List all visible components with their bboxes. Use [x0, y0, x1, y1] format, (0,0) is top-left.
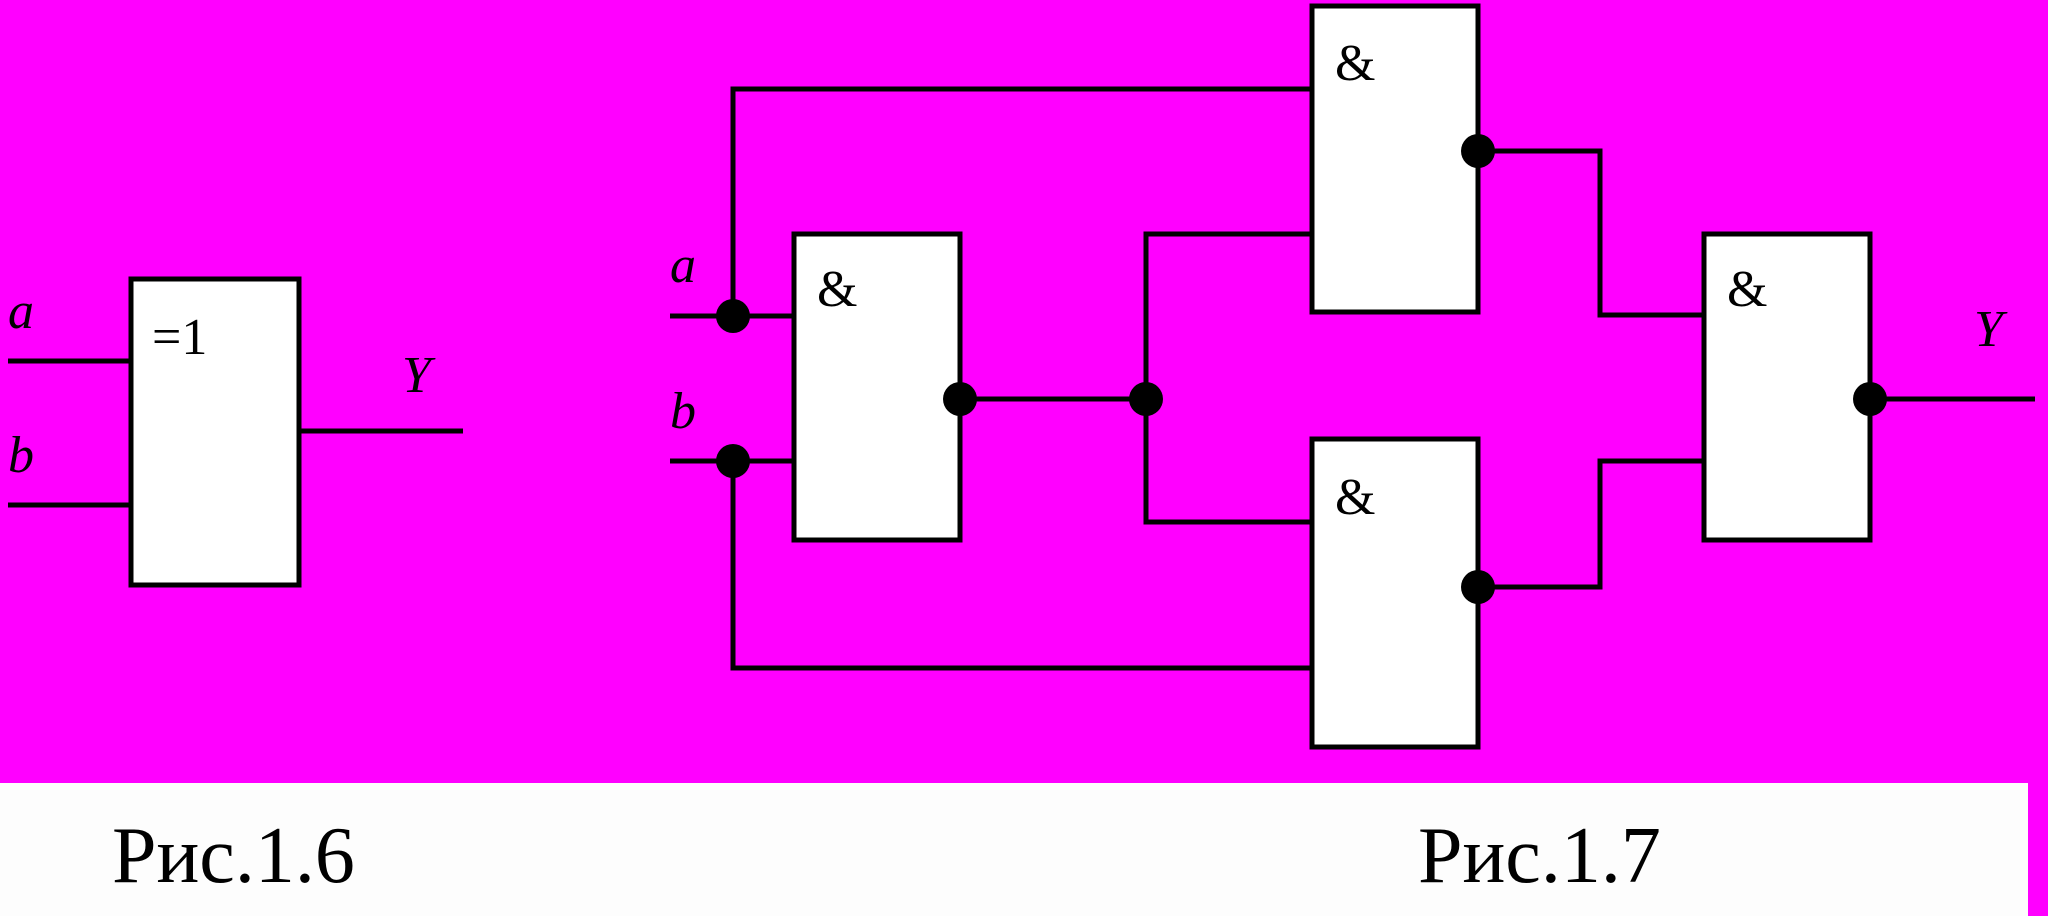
fig17-junction-a	[716, 299, 750, 333]
fig-1-6	[8, 276, 463, 588]
fig17-b-to-bottom-gate	[730, 461, 1312, 671]
fig16-input-a-label: a	[8, 283, 34, 340]
fig17-gate-1-symbol: &	[817, 261, 857, 318]
fig16-output-label: Y	[402, 347, 436, 404]
fig17-junction-b	[716, 444, 750, 478]
fig17-gate-final-inversion	[1853, 382, 1887, 416]
fig16-caption: Рис.1.6	[112, 812, 355, 900]
fig17-gate-1	[791, 231, 963, 543]
fig17-bottom-to-final	[1478, 458, 1704, 590]
right-edge-strip	[2028, 783, 2048, 916]
fig17-split-wire	[1143, 231, 1312, 525]
fig16-gate-symbol: =1	[152, 309, 207, 366]
fig16-input-b-label: b	[8, 427, 34, 484]
fig17-gate-top-inversion	[1461, 134, 1495, 168]
fig17-input-a-label: a	[670, 237, 696, 294]
fig17-gate-bottom-symbol: &	[1335, 469, 1375, 526]
fig17-input-b-label: b	[670, 383, 696, 440]
fig17-a-to-top-gate	[730, 86, 1312, 316]
fig17-gate-top-symbol: &	[1335, 35, 1375, 92]
fig17-gate1-inversion	[943, 382, 977, 416]
fig17-gate-bottom-inversion	[1461, 570, 1495, 604]
fig17-gate-bottom	[1309, 436, 1481, 750]
fig17-gate-final-symbol: &	[1727, 261, 1767, 318]
fig16-xor-gate	[128, 276, 302, 588]
fig17-caption: Рис.1.7	[1418, 812, 1661, 900]
fig-1-7-dots	[716, 134, 1887, 604]
fig17-top-to-final	[1478, 148, 1704, 318]
fig17-output-label: Y	[1974, 301, 2008, 358]
fig17-junction-split	[1129, 382, 1163, 416]
caption-strip	[0, 783, 2028, 916]
